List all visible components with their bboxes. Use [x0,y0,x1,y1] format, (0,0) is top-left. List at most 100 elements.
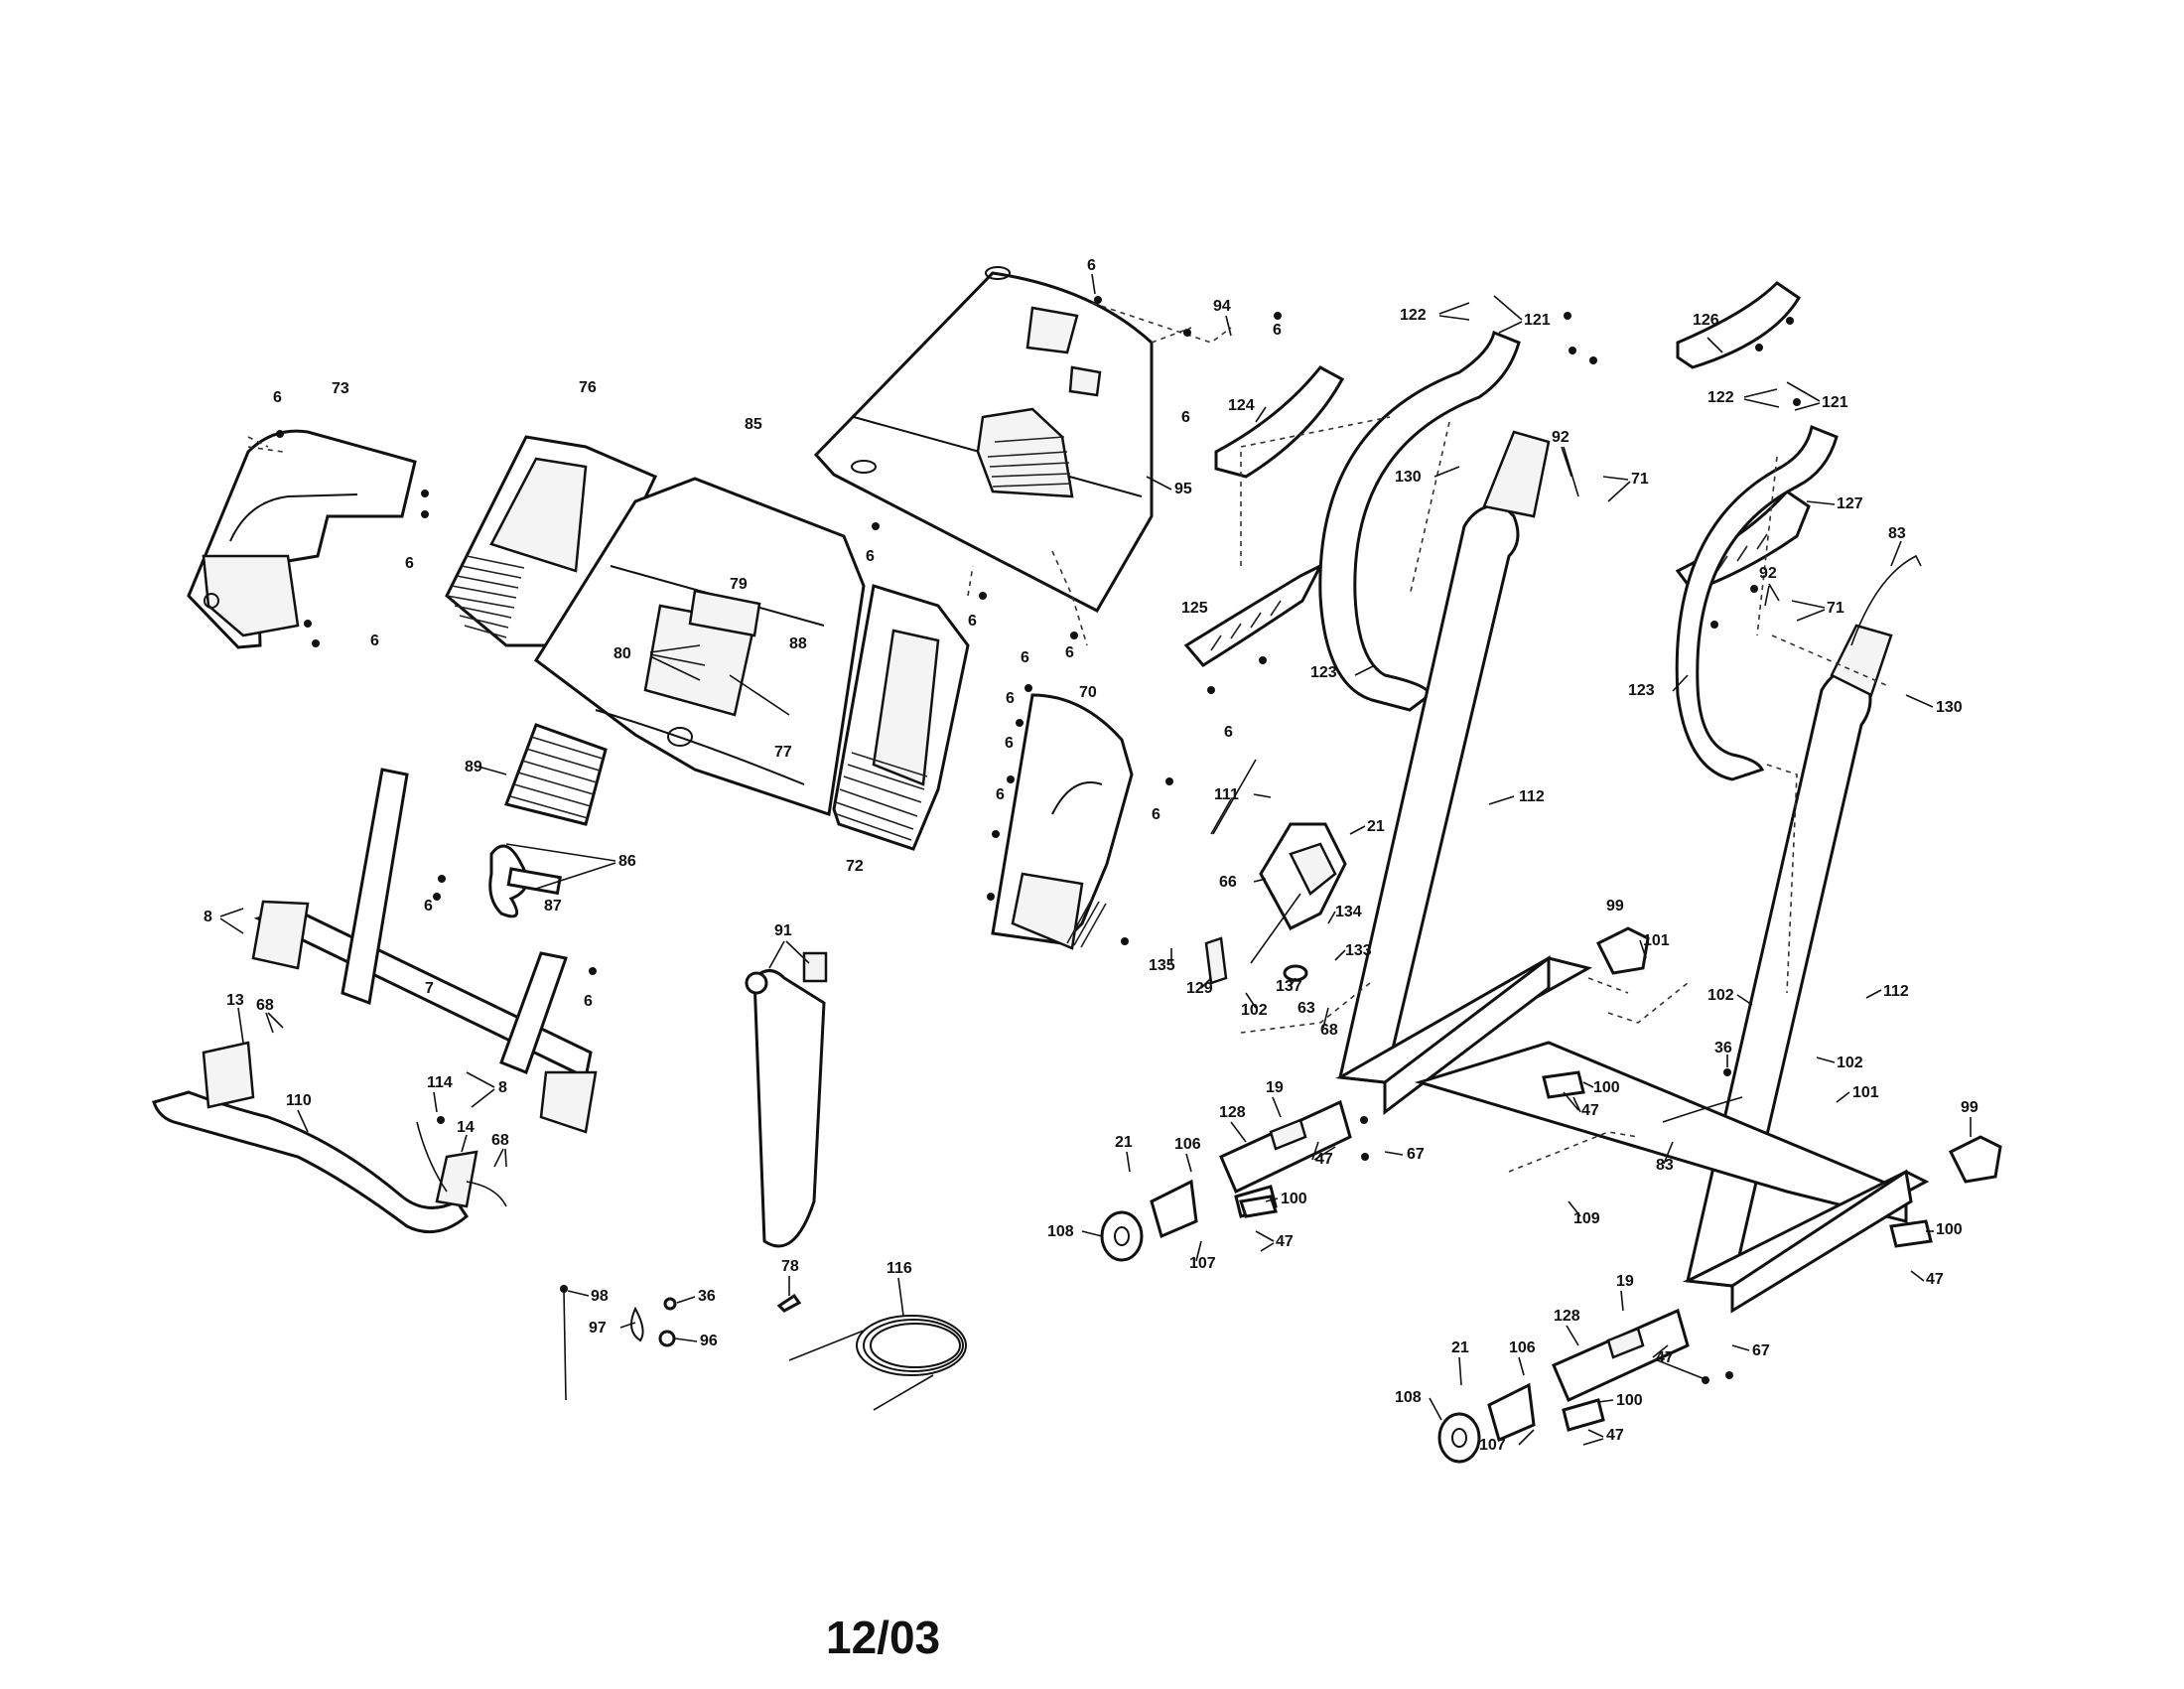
callout-100: 100 [1616,1392,1643,1409]
callout-6: 6 [996,786,1005,803]
callout-6: 6 [1152,806,1160,823]
callout-134: 134 [1335,904,1362,920]
right-side-shield [991,693,1134,950]
right-upright-cover [832,584,970,851]
callout-6: 6 [1065,644,1074,661]
callout-89: 89 [465,759,482,775]
wheel-assembly-left [1100,1099,1352,1262]
callout-21: 21 [1115,1134,1133,1151]
callout-78: 78 [781,1258,799,1275]
callout-83: 83 [1656,1157,1674,1174]
callout-102: 102 [1241,1002,1268,1019]
callout-135: 135 [1149,957,1175,974]
callout-101: 101 [1852,1084,1879,1101]
console-top [813,266,1154,613]
assembly-lines [247,302,1887,1173]
callout-67: 67 [1752,1342,1770,1359]
grille-89 [504,723,608,826]
callout-100: 100 [1936,1221,1963,1238]
bracket-99-left [1595,926,1650,975]
callout-123: 123 [1310,664,1337,681]
callout-130: 130 [1936,699,1963,716]
callout-6: 6 [405,555,414,572]
callout-68: 68 [256,997,274,1014]
right-handrail-123 [1675,424,1839,781]
incline-motor-66 [1204,822,1347,985]
callout-83: 83 [1888,525,1906,542]
callout-21: 21 [1451,1339,1469,1356]
callout-102: 102 [1837,1055,1863,1071]
callout-85: 85 [745,416,762,433]
callout-6: 6 [1224,724,1233,741]
callout-92: 92 [1759,565,1777,582]
callout-72: 72 [846,858,864,875]
callout-128: 128 [1554,1308,1580,1325]
callout-66: 66 [1219,874,1237,891]
callout-99: 99 [1606,898,1624,915]
cable-83 [1662,554,1922,1123]
small-hardware [560,1285,802,1401]
base-frame-109 [1335,954,1930,1314]
callout-101: 101 [1643,932,1670,949]
callout-labels: 6 94 6 122 121 126 6 73 76 124 6 122 121… [204,257,1979,1454]
callout-98: 98 [591,1288,609,1305]
callout-116: 116 [887,1260,912,1277]
callout-73: 73 [332,380,349,397]
callout-6: 6 [1021,649,1029,666]
base-pan-110 [152,1041,507,1234]
callout-114: 114 [427,1074,453,1091]
callout-13: 13 [226,992,244,1009]
callout-87: 87 [544,898,562,915]
callout-21: 21 [1367,818,1385,835]
callout-68: 68 [1320,1022,1338,1039]
callout-122: 122 [1707,389,1734,406]
callout-112: 112 [1883,983,1909,1000]
callout-47: 47 [1276,1233,1294,1250]
callout-6: 6 [1273,322,1282,339]
left-side-shield [187,429,417,649]
callout-63: 63 [1297,1000,1315,1017]
callout-95: 95 [1174,481,1192,497]
callout-108: 108 [1047,1223,1074,1240]
callout-121: 121 [1822,394,1848,411]
left-handrail-123 [1318,330,1521,712]
callout-110: 110 [286,1092,312,1109]
callout-109: 109 [1573,1210,1600,1227]
callout-47: 47 [1581,1102,1599,1119]
callout-6: 6 [968,613,977,630]
callout-130: 130 [1395,469,1422,486]
callout-36: 36 [1714,1040,1732,1056]
callout-67: 67 [1407,1146,1425,1163]
callout-70: 70 [1079,684,1097,701]
callout-76: 76 [579,379,597,396]
callout-108: 108 [1395,1389,1422,1406]
callout-79: 79 [730,576,748,593]
callout-122: 122 [1400,307,1427,324]
callout-71: 71 [1631,471,1649,488]
callout-6: 6 [866,548,875,565]
callout-126: 126 [1693,312,1719,329]
callout-102: 102 [1707,987,1734,1004]
callout-128: 128 [1219,1104,1246,1121]
callout-92: 92 [1552,429,1570,446]
callout-133: 133 [1345,942,1372,959]
fasteners [276,296,1801,1384]
callout-121: 121 [1524,312,1551,329]
callout-6: 6 [370,633,379,649]
callout-127: 127 [1837,495,1863,512]
callout-94: 94 [1213,298,1231,315]
callout-106: 106 [1509,1339,1536,1356]
callout-107: 107 [1189,1255,1216,1272]
left-upright-cover [445,435,658,647]
callout-6: 6 [1005,735,1014,752]
callout-77: 77 [774,744,792,761]
callout-71: 71 [1827,600,1844,617]
callout-14: 14 [457,1119,475,1136]
console-base [533,477,866,816]
callout-6: 6 [1006,690,1015,707]
callout-100: 100 [1593,1079,1620,1096]
wire-116 [788,1315,967,1411]
callout-107: 107 [1479,1437,1506,1454]
callout-36: 36 [698,1288,716,1305]
